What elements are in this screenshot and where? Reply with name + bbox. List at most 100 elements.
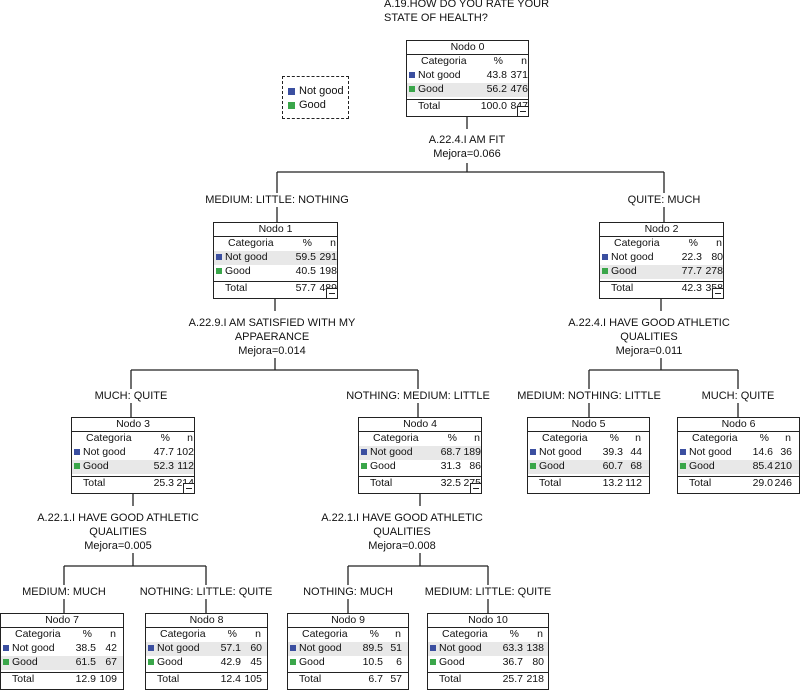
collapse-toggle[interactable]	[183, 483, 195, 494]
category-percent: 38.5	[75, 642, 96, 654]
node-header-row: Categoria%n	[428, 628, 548, 642]
branch-label-node-2: QUITE: MUCH	[626, 193, 702, 207]
category-count: 291	[319, 251, 337, 263]
category-label: Good	[299, 656, 325, 668]
legend-swatch	[288, 101, 295, 109]
total-label: Total	[157, 673, 180, 685]
category-swatch	[148, 645, 154, 651]
split-line: Mejora=0.014	[238, 345, 306, 357]
category-swatch	[680, 449, 686, 455]
percent-header: %	[82, 628, 92, 640]
category-label: Not good	[689, 446, 732, 458]
percent-header: %	[447, 432, 457, 444]
split-line: Mejora=0.005	[84, 540, 152, 552]
percent-header: %	[688, 237, 698, 249]
total-label: Total	[299, 673, 322, 685]
split-line: Mejora=0.008	[368, 540, 436, 552]
collapse-toggle[interactable]	[326, 288, 338, 299]
category-label: Good	[12, 656, 38, 668]
n-header: n	[635, 432, 641, 444]
node-title: Nodo 6	[678, 418, 799, 432]
category-percent: 57.1	[220, 642, 241, 654]
category-percent: 68.7	[440, 446, 461, 458]
tree-title: A.19.HOW DO YOU RATE YOUR STATE OF HEALT…	[384, 0, 549, 25]
total-percent: 100.0	[480, 100, 507, 112]
total-label: Total	[439, 673, 462, 685]
category-count: 67	[105, 656, 117, 668]
category-label: Not good	[225, 251, 268, 263]
category-label: Good	[83, 460, 109, 472]
category-swatch	[530, 463, 536, 469]
category-percent: 31.3	[440, 460, 461, 472]
category-label: Not good	[299, 642, 342, 654]
category-count: 189	[463, 446, 481, 458]
category-header: Categoria	[614, 237, 660, 249]
total-count: 246	[774, 477, 792, 489]
category-percent: 52.3	[153, 460, 174, 472]
category-count: 80	[711, 251, 723, 263]
category-count: 45	[250, 656, 262, 668]
percent-header: %	[493, 55, 503, 67]
total-percent: 42.3	[681, 282, 702, 294]
category-percent: 42.9	[220, 656, 241, 668]
node-header-row: Categoria% n	[600, 237, 723, 251]
category-label: Not good	[611, 251, 654, 263]
total-count: 109	[99, 673, 117, 685]
node-title: Nodo 0	[407, 41, 528, 55]
branch-label-node-1: MEDIUM: LITTLE: NOTHING	[204, 193, 350, 207]
collapse-toggle[interactable]	[470, 483, 482, 494]
split-line: QUALITIES	[620, 331, 678, 343]
legend-swatch	[288, 87, 295, 95]
category-percent: 85.4	[752, 460, 773, 472]
category-percent: 43.8	[486, 69, 507, 81]
category-percent: 40.5	[295, 265, 316, 277]
category-percent: 77.7	[681, 265, 702, 277]
tree-title-line-2: STATE OF HEALTH?	[384, 12, 488, 24]
collapse-toggle[interactable]	[517, 106, 529, 117]
n-header: n	[110, 628, 116, 640]
total-percent: 25.7	[502, 673, 523, 685]
total-label: Total	[370, 477, 393, 489]
category-count: 6	[396, 656, 402, 668]
n-header: n	[716, 237, 722, 249]
category-count: 278	[705, 265, 723, 277]
category-swatch	[74, 449, 80, 455]
node-header-row: Categoria%n	[146, 628, 267, 642]
node-header-row: Categoria%n	[288, 628, 408, 642]
category-count: 138	[526, 642, 544, 654]
category-label: Good	[418, 83, 444, 95]
category-label: Good	[225, 265, 251, 277]
category-count: 51	[390, 642, 402, 654]
percent-header: %	[509, 628, 519, 640]
category-swatch	[216, 254, 222, 260]
category-percent: 89.5	[362, 642, 383, 654]
node-header-row: Categoria%n	[528, 432, 649, 446]
node-title: Nodo 3	[72, 418, 194, 432]
total-label: Total	[418, 100, 441, 112]
total-label: Total	[12, 673, 35, 685]
node-title: Nodo 5	[528, 418, 649, 432]
category-count: 68	[630, 460, 642, 472]
category-swatch	[430, 659, 436, 665]
category-percent: 47.7	[153, 446, 174, 458]
category-swatch	[602, 254, 608, 260]
n-header: n	[474, 432, 480, 444]
legend: Not good Good	[282, 76, 349, 119]
collapse-toggle[interactable]	[712, 288, 724, 299]
total-label: Total	[225, 282, 248, 294]
